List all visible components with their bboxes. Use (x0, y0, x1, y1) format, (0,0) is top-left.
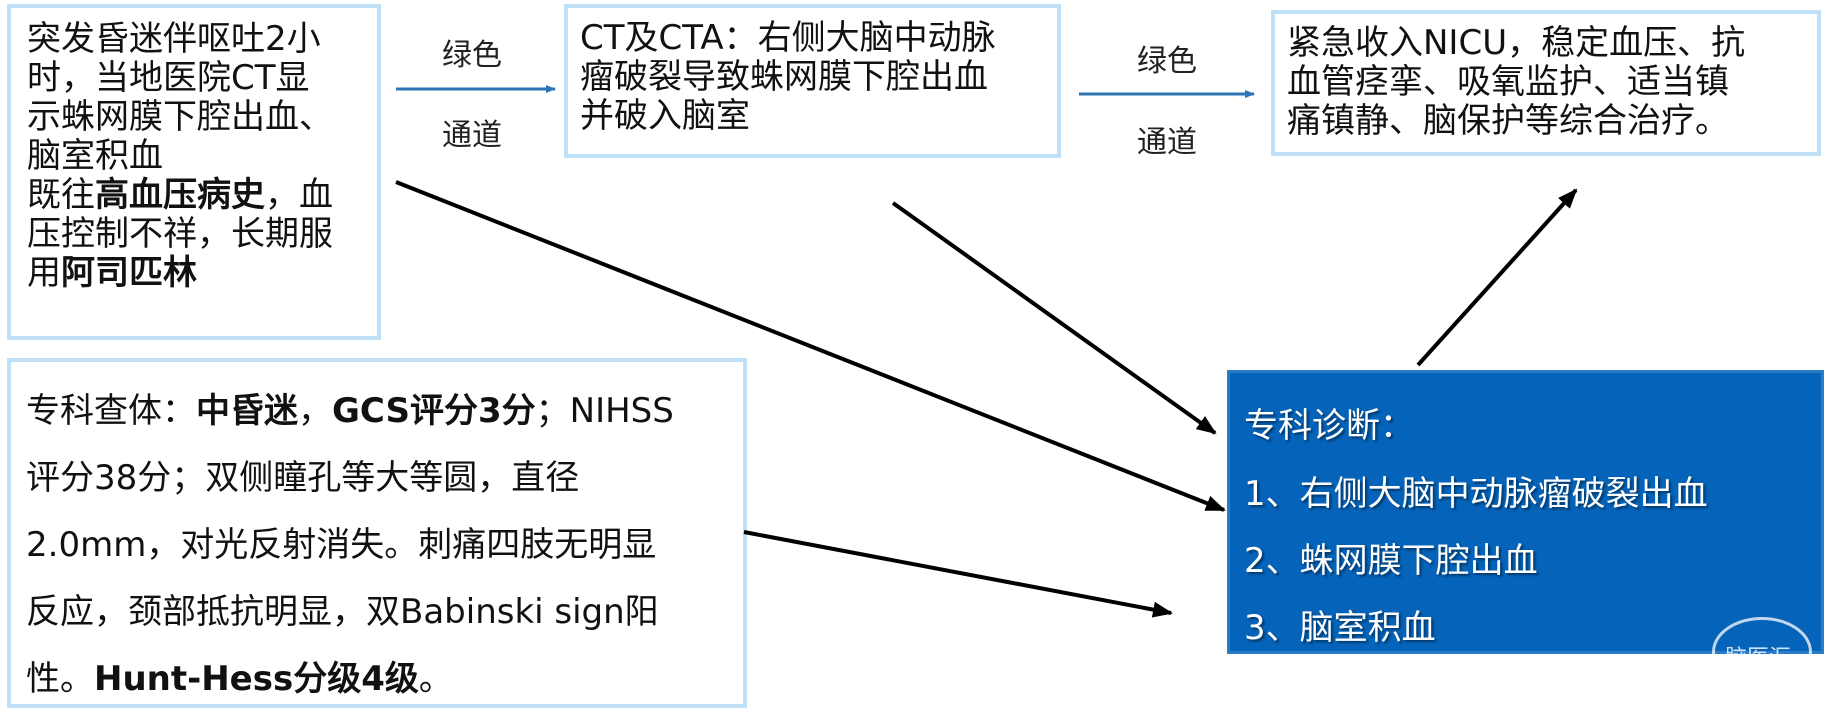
treatment-text: 紧急收入NICU，稳定血压、抗血管痉挛、吸氧监护、适当镇痛镇静、脑保护等综合治疗… (1287, 23, 1746, 141)
arrow-exam-to-diagnosis (743, 530, 1173, 618)
history-text: 突发昏迷伴呕吐2小时，当地医院CT显示蛛网膜下腔出血、脑室积血既往高血压病史，血… (27, 19, 333, 293)
diagnosis-title: 专科诊断： (1244, 406, 1414, 446)
diagnosis-box: 专科诊断： 1、右侧大脑中动脉瘤破裂出血 2、蛛网膜下腔出血 3、脑室积血 (1227, 370, 1824, 654)
watermark-logo: 脑医汇 (1712, 617, 1812, 687)
ct-result-box: CT及CTA：右侧大脑中动脉瘤破裂导致蛛网膜下腔出血并破入脑室 (564, 4, 1061, 158)
green-channel-label-bottom: 通道 (442, 118, 502, 153)
arrow-diagnosis-to-treatment (1416, 188, 1578, 367)
ct-result-text: CT及CTA：右侧大脑中动脉瘤破裂导致蛛网膜下腔出血并破入脑室 (580, 18, 996, 136)
history-emphasis-aspirin: 阿司匹林 (61, 253, 197, 293)
arrow-history-to-diagnosis (395, 180, 1226, 512)
arrow-ct-to-diagnosis (891, 201, 1217, 435)
history-emphasis-hypertension: 高血压病史 (95, 175, 265, 215)
green-channel-label-top: 绿色 (442, 38, 502, 73)
diagnosis-item: 1、右侧大脑中动脉瘤破裂出血 (1244, 474, 1708, 514)
diagnosis-item: 3、脑室积血 (1244, 608, 1436, 648)
green-channel-label-bottom: 通道 (1137, 125, 1197, 160)
diagnosis-item: 2、蛛网膜下腔出血 (1244, 541, 1538, 581)
history-box: 突发昏迷伴呕吐2小时，当地医院CT显示蛛网膜下腔出血、脑室积血既往高血压病史，血… (7, 4, 381, 340)
green-channel-label-top: 绿色 (1137, 44, 1197, 79)
treatment-box: 紧急收入NICU，稳定血压、抗血管痉挛、吸氧监护、适当镇痛镇静、脑保护等综合治疗… (1271, 10, 1821, 156)
